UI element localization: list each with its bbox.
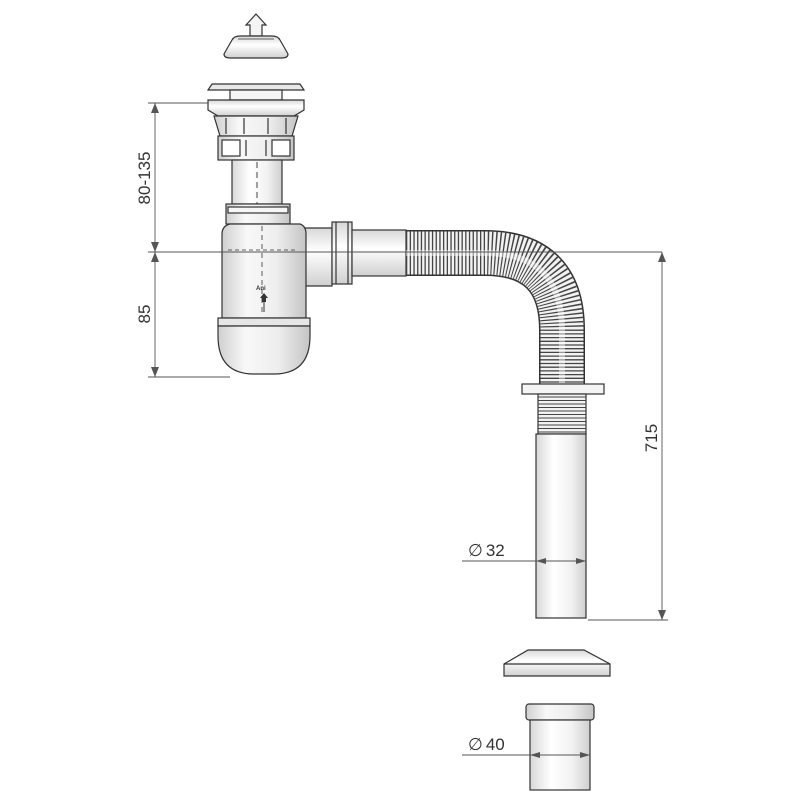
drain-strainer	[206, 83, 306, 137]
dim-label-adapter-diameter: ∅40	[468, 735, 505, 754]
pipe-diameter-value: 32	[486, 541, 505, 560]
diameter-symbol: ∅	[468, 541, 483, 560]
corrugated-hose	[406, 230, 585, 392]
outlet-pipe-stub	[351, 229, 407, 277]
adapter-diameter-value: 40	[486, 735, 505, 754]
side-outlet	[289, 221, 407, 287]
outlet-pipe	[535, 433, 587, 619]
bottle-trap-cup	[217, 223, 311, 375]
coupling-nut	[217, 135, 295, 161]
hose-ring	[521, 383, 605, 395]
adapter-sleeve	[525, 703, 595, 791]
dimension-arrows	[151, 103, 666, 758]
stopper-knob	[244, 13, 268, 37]
outlet-nut	[331, 221, 353, 285]
strainer-ring	[207, 99, 305, 117]
cup-nut	[225, 203, 291, 225]
brand-logo: Ani	[256, 286, 268, 312]
dim-label-pipe-diameter: ∅32	[468, 541, 505, 560]
cone-seal	[503, 649, 611, 677]
stopper-cap	[223, 35, 289, 59]
dimension-lines	[148, 102, 668, 756]
brand-logo-text: Ani	[256, 286, 266, 292]
dim-label-height-adjust: 80-135	[135, 152, 154, 205]
dim-label-total-drop: 715	[642, 424, 661, 452]
stopper-plug	[223, 13, 289, 59]
hose-lower-segment	[537, 393, 587, 435]
cup-seam	[217, 317, 311, 327]
tail-pipe	[231, 159, 283, 205]
dim-label-trap-depth: 85	[135, 305, 154, 324]
cup-bottom	[217, 325, 311, 375]
diameter-symbol: ∅	[468, 735, 483, 754]
strainer-flange	[206, 83, 306, 91]
